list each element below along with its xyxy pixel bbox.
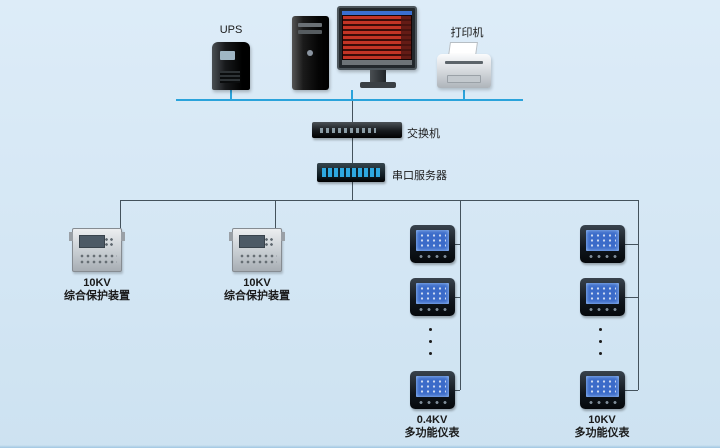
voltage-label: 10KV [83, 277, 111, 289]
device-name-label: 综合保护装置 [224, 290, 290, 302]
protection-group-1-label: 10KV 综合保护装置 [50, 277, 144, 303]
meters-04kv-label: 0.4KV 多功能仪表 [388, 414, 476, 440]
monitor-neck [370, 70, 386, 82]
bus-to-switch-line [352, 101, 353, 122]
multifunction-meter-icon [410, 278, 455, 316]
device-name-label: 多功能仪表 [404, 427, 460, 439]
ellipsis-more-meters [599, 328, 602, 355]
distribution-bus-line [120, 200, 639, 201]
serial-server-label: 串口服务器 [392, 170, 447, 182]
meter-stub-line [625, 297, 638, 298]
voltage-label: 10KV [243, 277, 271, 289]
switch-to-serial-line [352, 138, 353, 163]
meter-lcd [586, 376, 619, 397]
relay-keypad [79, 253, 117, 266]
ups-tower-icon [212, 42, 250, 90]
monitor-screen [342, 11, 412, 65]
protection-group-2-label: 10KV 综合保护装置 [210, 277, 304, 303]
relay-leds [264, 237, 274, 247]
ellipsis-more-meters [429, 328, 432, 355]
scada-titlebar [342, 11, 412, 15]
voltage-label: 10KV [588, 414, 616, 426]
scada-sidebar [401, 16, 411, 59]
crt-monitor-icon [337, 6, 417, 70]
protection2-drop-line [275, 200, 276, 228]
drive-bay [298, 30, 322, 34]
multifunction-meter-icon [580, 371, 625, 409]
multifunction-meter-icon [580, 225, 625, 263]
device-name-label: 综合保护装置 [64, 290, 130, 302]
voltage-label: 0.4KV [416, 414, 448, 426]
bottom-edge [0, 445, 720, 448]
printer-output-tray [447, 75, 481, 83]
ups-display [220, 51, 235, 60]
meter-lcd [416, 230, 449, 251]
printer-label: 打印机 [450, 27, 484, 39]
meter-lcd [416, 283, 449, 304]
ups-connector-line [230, 90, 232, 100]
meter-buttons [587, 400, 618, 405]
meter-stub-line [455, 244, 460, 245]
relay-leds [104, 237, 114, 247]
meter-stub-line [455, 297, 460, 298]
multifunction-meter-icon [580, 278, 625, 316]
computer-connector-line [351, 90, 353, 100]
meter-buttons [587, 307, 618, 312]
meter-lcd [586, 230, 619, 251]
relay-screen [79, 235, 105, 248]
meter-lcd [416, 376, 449, 397]
ups-vent [220, 71, 240, 83]
device-name-label: 多功能仪表 [574, 427, 630, 439]
meter-stub-line [625, 390, 638, 391]
printer-feed-slot [445, 61, 483, 64]
relay-screen [239, 235, 265, 248]
meters-04kv-drop-line [460, 200, 461, 390]
network-switch-icon [312, 122, 402, 138]
monitor-base [360, 82, 396, 88]
ethernet-bus-line [176, 99, 523, 101]
meter-buttons [417, 254, 448, 259]
meters-10kv-label: 10KV 多功能仪表 [558, 414, 646, 440]
meter-buttons [587, 254, 618, 259]
meters-10kv-drop-line [638, 200, 639, 390]
meter-lcd [586, 283, 619, 304]
printer-icon [437, 54, 491, 88]
scada-alarm-rows [343, 16, 411, 59]
multifunction-meter-icon [410, 371, 455, 409]
protection1-drop-line [120, 200, 121, 228]
switch-label: 交换机 [407, 128, 440, 140]
printer-connector-line [463, 90, 465, 100]
pc-tower-icon [292, 16, 329, 90]
serial-port-server-icon [317, 163, 385, 182]
relay-keypad [239, 253, 277, 266]
serial-drop-line [352, 182, 353, 200]
protection-relay-icon [229, 228, 285, 272]
ups-label: UPS [219, 24, 243, 36]
serial-ports [322, 168, 380, 177]
switch-ports [320, 128, 376, 133]
meter-stub-line [455, 390, 460, 391]
protection-relay-icon [69, 228, 125, 272]
scada-statusbar [342, 60, 412, 65]
meter-buttons [417, 307, 448, 312]
meter-buttons [417, 400, 448, 405]
meter-stub-line [625, 244, 638, 245]
power-button-icon [307, 50, 313, 56]
drive-bay [298, 23, 322, 27]
multifunction-meter-icon [410, 225, 455, 263]
